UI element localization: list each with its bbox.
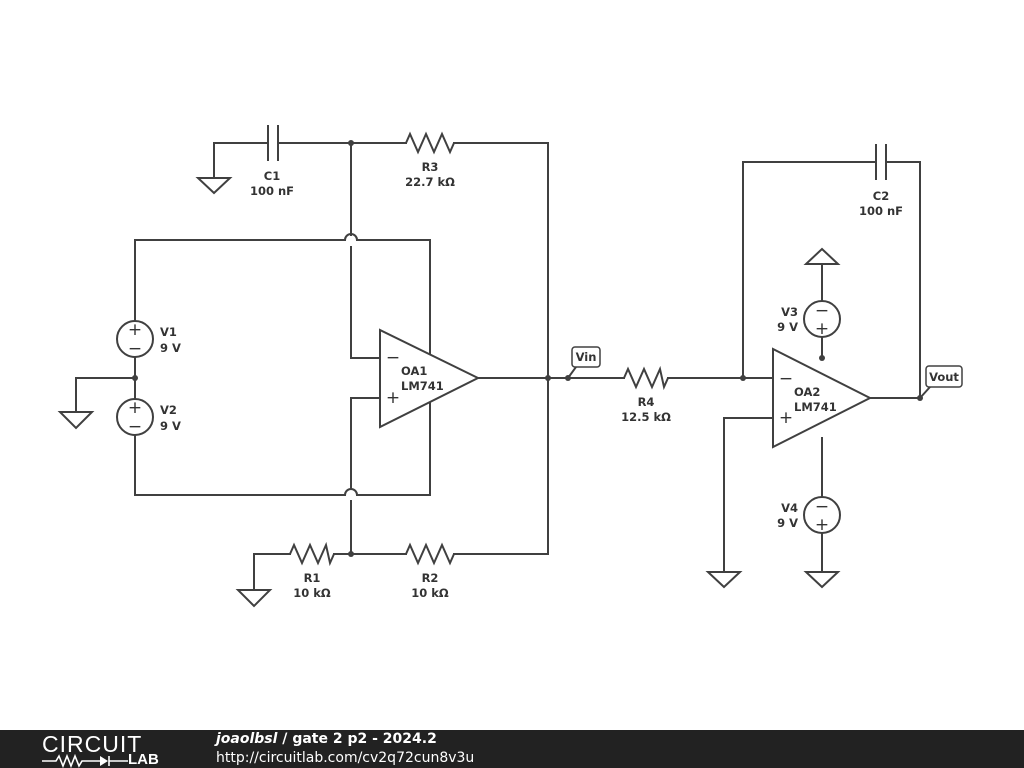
r3-value: 22.7 kΩ <box>405 175 455 189</box>
voltage-source-icon <box>803 496 841 534</box>
capacitor-c2[interactable]: C2 100 nF <box>859 144 903 218</box>
opamp-triangle-icon <box>772 347 873 449</box>
v2-name: V2 <box>160 403 177 417</box>
v4-name: V4 <box>781 501 798 515</box>
wire-c2-left <box>742 161 877 379</box>
logo-text-top: CIRCUIT <box>42 731 143 757</box>
junction-oa2-inverting <box>740 375 746 381</box>
tag-pointer-icon <box>918 385 932 400</box>
author-link[interactable]: joaolbsl <box>216 731 278 747</box>
circuit-title[interactable]: gate 2 p2 - 2024.2 <box>292 731 437 747</box>
oa2-name: OA2 <box>794 385 820 399</box>
v3-name: V3 <box>781 305 798 319</box>
wire-oa2-noninverting-ground <box>723 417 774 573</box>
voltage-source-v4[interactable]: − + V4 9 V <box>777 496 841 535</box>
r4-value: 12.5 kΩ <box>621 410 671 424</box>
resistor-zigzag-icon <box>405 131 455 155</box>
opamp-triangle-icon <box>379 328 481 429</box>
circuit-schematic: C1 100 nF C2 100 nF R3 22.7 kΩ R1 10 kΩ … <box>57 125 963 608</box>
minus-sign: − <box>815 497 829 517</box>
circuit-title-line: joaolbsl / gate 2 p2 - 2024.2 <box>216 731 437 747</box>
circuitlab-logo[interactable]: CIRCUIT LAB <box>42 732 182 768</box>
noninverting-sign: + <box>779 408 793 428</box>
wire-c2-right <box>885 161 921 399</box>
tag-pointer-icon <box>566 365 578 380</box>
c2-name: C2 <box>873 189 889 203</box>
c2-value: 100 nF <box>859 204 903 218</box>
plus-sign: + <box>128 320 142 340</box>
rail-icon-v3 <box>803 247 841 265</box>
r4-name: R4 <box>638 395 655 409</box>
junction-oa1-out <box>545 375 551 381</box>
oa1-model: LM741 <box>401 379 444 393</box>
r3-name: R3 <box>422 160 439 174</box>
v4-value: 9 V <box>777 516 798 530</box>
ground-icon-supply <box>57 411 95 430</box>
resistor-r2[interactable]: R2 10 kΩ <box>405 542 455 600</box>
oa2-model: LM741 <box>794 400 837 414</box>
inverting-sign: − <box>386 348 400 368</box>
r1-value: 10 kΩ <box>293 586 331 600</box>
r2-name: R2 <box>422 571 439 585</box>
circuit-url[interactable]: http://circuitlab.com/cv2q72cun8v3u <box>216 750 475 766</box>
c1-name: C1 <box>264 169 280 183</box>
voltage-source-icon <box>116 320 154 358</box>
plus-sign: + <box>815 515 829 535</box>
node-tag-vout[interactable]: Vout <box>918 365 963 400</box>
logo-text-bottom: LAB <box>128 751 159 768</box>
r2-value: 10 kΩ <box>411 586 449 600</box>
inverting-sign: − <box>779 369 793 389</box>
resistor-r1[interactable]: R1 10 kΩ <box>289 541 335 600</box>
voltage-source-v3[interactable]: − + V3 9 V <box>777 300 841 339</box>
v1-value: 9 V <box>160 341 181 355</box>
footer-bar: CIRCUIT LAB joaolbsl / gate 2 p2 - 2024.… <box>0 730 1024 768</box>
voltage-source-icon <box>803 300 841 338</box>
node-tag-vin[interactable]: Vin <box>566 346 601 380</box>
resistor-zigzag-icon <box>405 542 455 566</box>
wire-oa1-noninverting <box>350 397 381 555</box>
capacitor-c1[interactable]: C1 100 nF <box>250 125 294 198</box>
junction-v3-oa2 <box>819 355 825 361</box>
r1-name: R1 <box>304 571 321 585</box>
junction-c1-r3 <box>348 140 354 146</box>
plus-sign: + <box>128 398 142 418</box>
ground-icon-v4 <box>803 571 841 589</box>
wire-oa1-inverting <box>350 142 381 359</box>
tag-box <box>925 365 963 388</box>
v2-value: 9 V <box>160 419 181 433</box>
wire-r3-right-feedback <box>453 142 549 555</box>
ground-symbols <box>57 177 841 608</box>
resistor-r3[interactable]: R3 22.7 kΩ <box>405 131 455 189</box>
junction-r1-r2 <box>348 551 354 557</box>
ground-icon-r1 <box>235 589 273 608</box>
v1-name: V1 <box>160 325 177 339</box>
vout-label: Vout <box>929 370 959 384</box>
minus-sign: − <box>128 339 142 359</box>
tag-box <box>571 346 601 368</box>
opamp-oa1[interactable]: − + OA1 LM741 <box>379 328 481 429</box>
vin-label: Vin <box>576 350 597 364</box>
wire-supply-ground <box>75 377 136 413</box>
resistor-zigzag-icon <box>289 541 335 567</box>
title-separator: / <box>277 731 293 747</box>
minus-sign: − <box>128 417 142 437</box>
ground-icon-c1 <box>195 177 233 195</box>
plus-sign: + <box>815 319 829 339</box>
junction-supply-mid <box>132 375 138 381</box>
v3-value: 9 V <box>777 320 798 334</box>
c1-value: 100 nF <box>250 184 294 198</box>
resistor-r4[interactable]: R4 12.5 kΩ <box>621 365 671 424</box>
voltage-source-icon <box>116 398 154 436</box>
opamp-oa2[interactable]: − + OA2 LM741 <box>772 347 873 449</box>
voltage-source-v1[interactable]: + − V1 9 V <box>116 320 181 359</box>
noninverting-sign: + <box>386 388 400 408</box>
minus-sign: − <box>815 301 829 321</box>
oa1-name: OA1 <box>401 364 427 378</box>
ground-icon-oa2-noninverting <box>705 571 743 589</box>
resistor-zigzag-icon <box>623 365 669 391</box>
voltage-source-v2[interactable]: + − V2 9 V <box>116 398 181 437</box>
logo-resistor-diode-icon <box>42 754 128 768</box>
